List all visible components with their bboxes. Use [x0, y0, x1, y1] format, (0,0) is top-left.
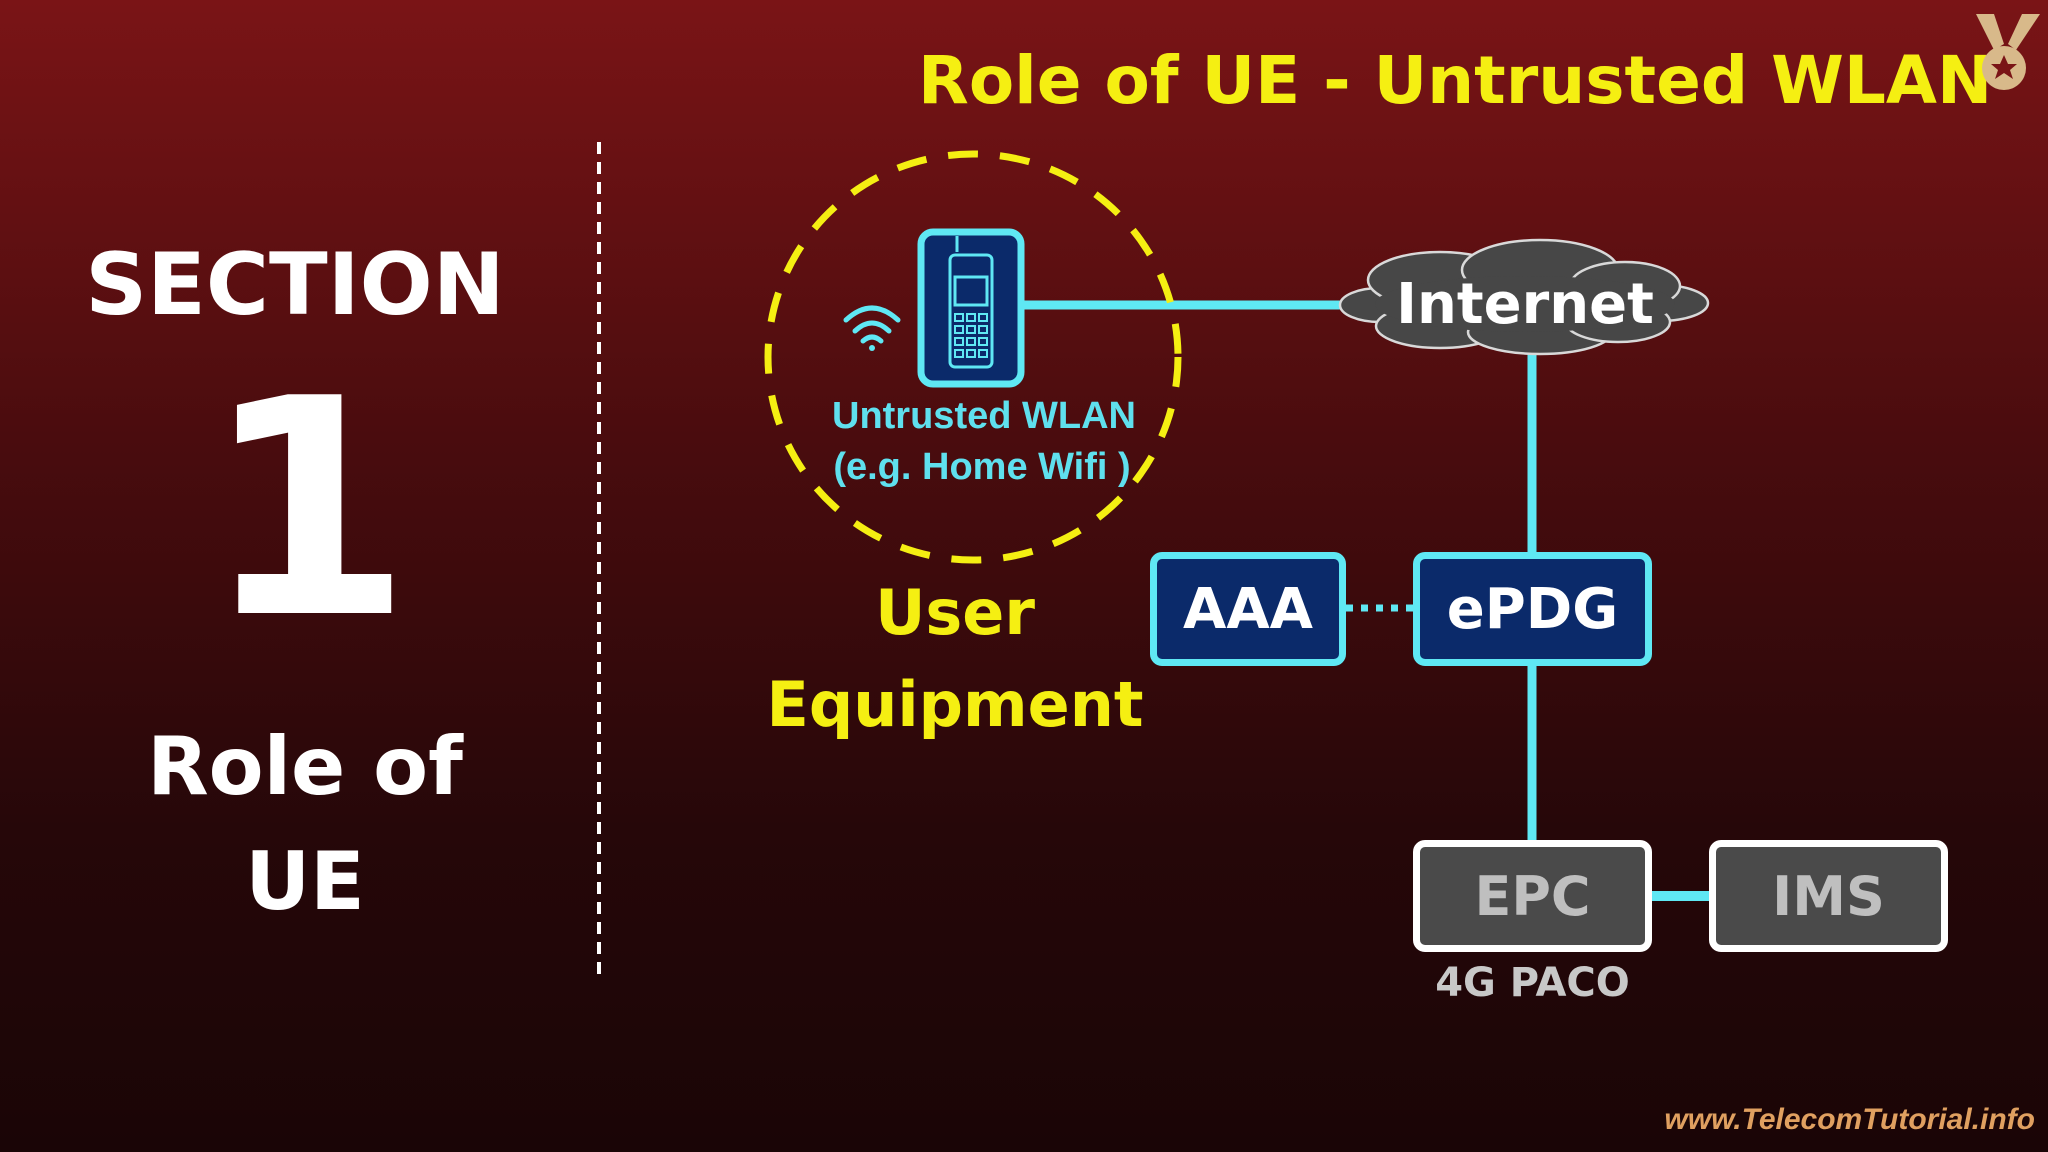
ims-label: IMS [1772, 864, 1885, 928]
epc-label: EPC [1474, 864, 1591, 928]
cloud-icon [1338, 238, 1710, 356]
epdg-label: ePDG [1446, 576, 1619, 642]
wlan-caption-line2: (e.g. Home Wifi ) [833, 446, 1131, 488]
section-number: 1 [203, 335, 412, 684]
footer-url: www.TelecomTutorial.info [1664, 1103, 2035, 1136]
ue-label-line2: Equipment [766, 668, 1144, 741]
medal-icon [1976, 14, 2040, 90]
aaa-label: AAA [1182, 576, 1314, 642]
section-title-line1: Role of [147, 720, 463, 813]
wifi-icon [843, 305, 901, 351]
slide-title: Role of UE - Untrusted WLAN [918, 42, 1993, 119]
phone-icon [917, 228, 1025, 388]
ue-label-line1: User [875, 576, 1035, 649]
section-title-line2: UE [245, 835, 365, 928]
aaa-node: AAA [1150, 552, 1346, 666]
section-label: SECTION [85, 235, 505, 335]
ims-node: IMS [1709, 840, 1948, 952]
core-caption: 4G PACO [1435, 960, 1630, 1006]
internet-label: Internet [1396, 272, 1654, 337]
epc-node: EPC [1413, 840, 1652, 952]
epdg-node: ePDG [1413, 552, 1652, 666]
ue-dashed-circle [764, 150, 1182, 564]
wlan-caption-line1: Untrusted WLAN [832, 395, 1136, 437]
